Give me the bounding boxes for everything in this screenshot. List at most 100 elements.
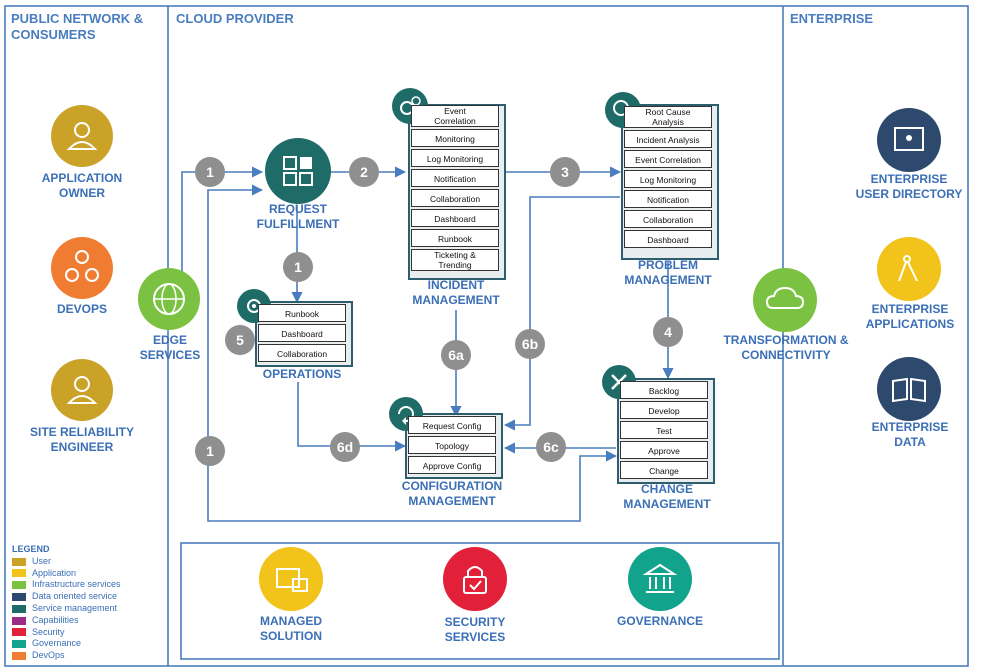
legend-swatch	[12, 640, 26, 649]
legend-item: Service management	[12, 603, 121, 615]
change-item: Change	[620, 461, 708, 479]
incident-item: Event Correlation	[411, 105, 499, 127]
label-devops: DEVOPS	[56, 302, 107, 316]
label-change-management: CHANGE MANAGEMENT	[623, 482, 711, 511]
legend-label: Application	[32, 567, 77, 578]
legend-label: Service management	[32, 602, 118, 613]
legend-item: Capabilities	[12, 615, 121, 627]
label-request-fulfillment: REQUEST FULFILLMENT	[256, 202, 340, 231]
incident-item: Collaboration	[411, 189, 499, 207]
globe-icon-edge-services	[138, 268, 200, 330]
problem-item: Incident Analysis	[624, 130, 712, 148]
user-icon-application-owner	[51, 105, 113, 167]
step-badge-5: 5	[225, 325, 255, 355]
label-site-reliability-engineer: SITE RELIABILITY ENGINEER	[29, 425, 134, 454]
incident-item: Ticketing & Trending	[411, 249, 499, 271]
operations-item: Runbook	[258, 304, 346, 322]
legend-label: Governance	[32, 638, 82, 649]
step-badge-6a: 6a	[441, 340, 471, 370]
legend-item: DevOps	[12, 650, 121, 662]
change-item: Approve	[620, 441, 708, 459]
region-frames	[4, 5, 969, 667]
book-icon-enterprise-data	[877, 357, 941, 421]
label-incident-management: INCIDENT MANAGEMENT	[412, 278, 500, 307]
label-enterprise-data: ENTERPRISE DATA	[871, 420, 949, 449]
label-edge-services: EDGE SERVICES	[139, 333, 201, 362]
legend-label: Capabilities	[32, 614, 79, 625]
change-item: Backlog	[620, 381, 708, 399]
incident-item: Monitoring	[411, 129, 499, 147]
problem-item: Collaboration	[624, 210, 712, 228]
step-badge-1-operations: 1	[283, 252, 313, 282]
label-transformation-connectivity: TRANSFORMATION & CONNECTIVITY	[723, 333, 849, 362]
incident-item: Notification	[411, 169, 499, 187]
change-item: Develop	[620, 401, 708, 419]
legend-swatch	[12, 581, 26, 590]
problem-item: Event Correlation	[624, 150, 712, 168]
problem-item: Notification	[624, 190, 712, 208]
legend-swatch	[12, 652, 26, 661]
legend-label: DevOps	[32, 650, 65, 661]
label-enterprise-applications: ENTERPRISE APPLICATIONS	[865, 302, 955, 331]
legend-item: Infrastructure services	[12, 579, 121, 591]
legend-label: Infrastructure services	[32, 579, 121, 590]
config-item: Topology	[408, 436, 496, 454]
legend-item: Security	[12, 627, 121, 639]
operations-item: Collaboration	[258, 344, 346, 362]
legend-swatch	[12, 557, 26, 566]
operations-item: Dashboard	[258, 324, 346, 342]
problem-item: Dashboard	[624, 230, 712, 248]
legend-label: Security	[32, 626, 65, 637]
config-item: Request Config	[408, 416, 496, 434]
label-governance: GOVERNANCE	[616, 614, 703, 628]
step-badge-1-edge: 1	[195, 157, 225, 187]
incident-item: Runbook	[411, 229, 499, 247]
step-badge-3: 3	[550, 157, 580, 187]
incident-item: Dashboard	[411, 209, 499, 227]
step-badge-6b: 6b	[515, 329, 545, 359]
step-badge-4: 4	[653, 317, 683, 347]
label-security-services: SECURITY SERVICES	[444, 615, 506, 644]
label-enterprise-user-directory: ENTERPRISE USER DIRECTORY	[855, 172, 963, 201]
step-badge-1-change: 1	[195, 436, 225, 466]
step-badge-6c: 6c	[536, 432, 566, 462]
legend-title: LEGEND	[12, 544, 50, 554]
legend-item: User	[12, 556, 121, 568]
incident-item: Log Monitoring	[411, 149, 499, 167]
region-title-public: PUBLIC NETWORK & CONSUMERS	[11, 11, 144, 42]
change-item: Test	[620, 421, 708, 439]
label-managed-solution: MANAGED SOLUTION	[260, 614, 322, 643]
legend-swatch	[12, 593, 26, 602]
devops-icon	[51, 237, 113, 299]
legend-label: User	[32, 555, 52, 566]
user-icon-site-reliability-engineer	[51, 359, 113, 421]
compass-icon-enterprise-applications	[877, 237, 941, 301]
cloud-icon-transformation	[753, 268, 817, 332]
region-title-enterprise: ENTERPRISE	[790, 11, 874, 26]
step-badge-2: 2	[349, 157, 379, 187]
legend-item: Application	[12, 568, 121, 580]
label-problem-management: PROBLEM MANAGEMENT	[624, 258, 712, 287]
grid-icon-request-fulfillment	[265, 138, 331, 204]
label-operations: OPERATIONS	[262, 367, 342, 381]
legend-item: Governance	[12, 638, 121, 650]
region-title-cloud: CLOUD PROVIDER	[176, 11, 294, 26]
lock-icon-security	[443, 547, 507, 611]
problem-item: Root Cause Analysis	[624, 106, 712, 128]
legend-swatch	[12, 628, 26, 637]
directory-icon	[877, 108, 941, 172]
problem-item: Log Monitoring	[624, 170, 712, 188]
building-icon-governance	[628, 547, 692, 611]
legend-swatch	[12, 569, 26, 578]
config-item: Approve Config	[408, 456, 496, 474]
label-application-owner: APPLICATION OWNER	[41, 171, 123, 200]
legend-swatch	[12, 616, 26, 625]
label-configuration-management: CONFIGURATION MANAGEMENT	[401, 479, 503, 508]
legend-item: Data oriented service	[12, 591, 121, 603]
managed-solution-icon	[259, 547, 323, 611]
step-badge-6d: 6d	[330, 432, 360, 462]
legend-label: Data oriented service	[32, 591, 118, 602]
